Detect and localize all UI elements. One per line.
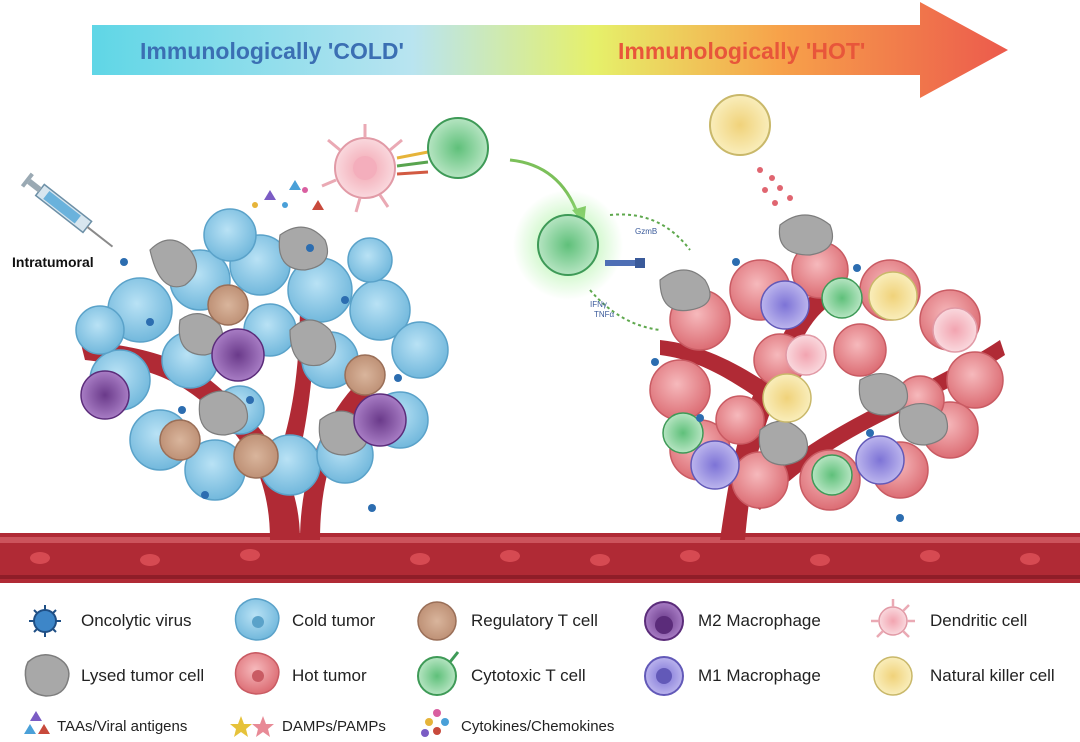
legend-hot-tumor: Hot tumor [292,666,367,685]
cytokines-icon [421,709,449,737]
legend-cold-tumor: Cold tumor [292,611,376,630]
ifn-label: IFNγ [590,300,607,309]
antigen-icon [24,711,50,734]
cytotoxic-t-cell-icon [417,651,460,696]
m1-macrophage-icon [644,656,684,696]
damps-star-icon [230,716,274,737]
cold-tumor-cluster [75,208,449,501]
natural-killer-cell-icon [873,656,913,696]
activated-t-cell [513,190,691,331]
oncolytic-virus-icon [29,605,61,637]
hot-tumor-cluster [649,214,1004,511]
antigen-confetti [252,180,324,210]
m2-macrophage-icon [644,601,684,641]
legend-cytokines: Cytokines/Chemokines [461,718,615,735]
intratumoral-label: Intratumoral [12,254,94,270]
cold-tumor-icon [234,598,280,641]
dendritic-cell-icon [871,599,915,638]
regulatory-t-cell-icon [417,601,457,641]
cold-label: Immunologically 'COLD' [140,38,404,64]
legend-oncolytic-virus: Oncolytic virus [81,611,192,630]
legend-natural-killer-cell: Natural killer cell [930,666,1055,685]
tnf-label: TNFα [594,310,615,319]
nk-cell-top [709,94,793,206]
lysed-tumor-cell-icon [24,654,70,697]
granzyme-label: GzmB [635,227,658,236]
cold-to-hot-arrow [92,2,1008,98]
virus-particles [120,244,904,522]
legend-cytotoxic-t-cell: Cytotoxic T cell [471,666,586,685]
legend-antigens: TAAs/Viral antigens [57,718,188,735]
legend-dendritic-cell: Dendritic cell [930,611,1028,630]
dendritic-cell-presenting [321,117,489,213]
legend-lysed-tumor-cell: Lysed tumor cell [81,666,205,685]
hot-tumor-icon [234,652,280,695]
legend-m2-macrophage: M2 Macrophage [698,611,821,630]
legend-damps: DAMPs/PAMPs [282,718,386,735]
syringe-icon [20,172,114,248]
legend-regulatory-t-cell: Regulatory T cell [471,611,598,630]
legend-m1-macrophage: M1 Macrophage [698,666,821,685]
legend-icons [24,598,915,737]
hot-label: Immunologically 'HOT' [618,38,866,64]
